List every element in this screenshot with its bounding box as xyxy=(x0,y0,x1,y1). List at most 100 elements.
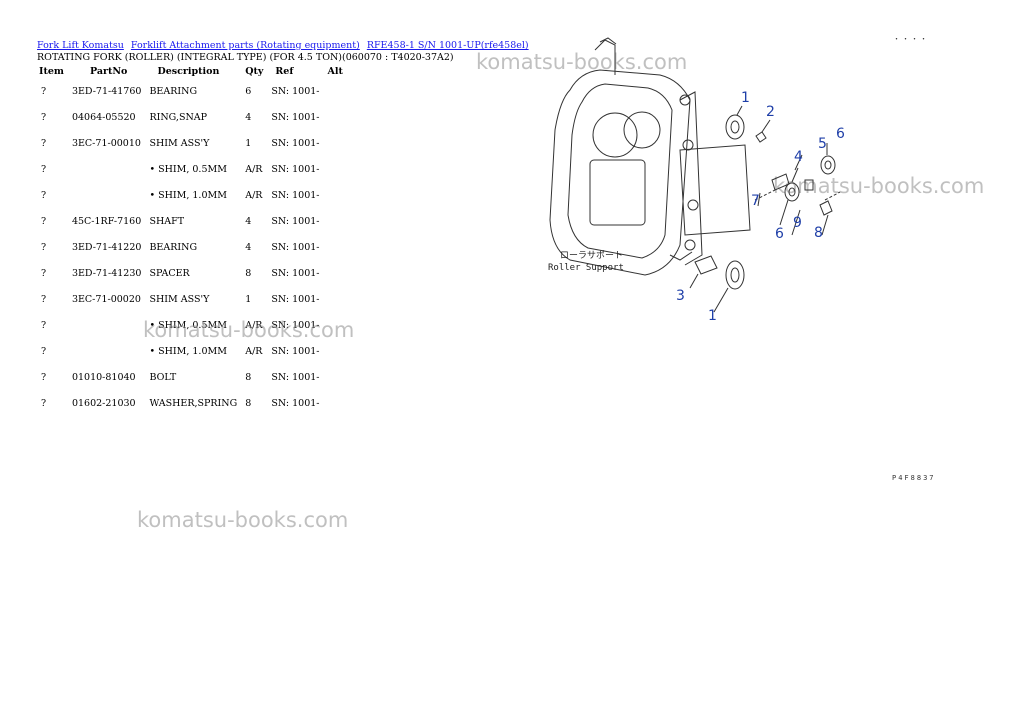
qty-cell: 4 xyxy=(245,242,252,253)
partno-cell xyxy=(68,164,146,190)
ref-cell: SN: 1001- xyxy=(271,398,320,409)
alt-cell xyxy=(324,216,347,242)
ref-cell: SN: 1001- xyxy=(271,112,320,123)
ref-cell: SN: 1001- xyxy=(271,372,320,383)
item-cell: ? xyxy=(41,164,47,175)
partno-cell: 04064-05520 xyxy=(71,112,136,123)
item-cell: ? xyxy=(41,242,47,253)
item-cell: ? xyxy=(41,346,47,357)
column-header-partno: PartNo xyxy=(89,66,128,77)
ref-cell: SN: 1001- xyxy=(271,86,320,97)
description-cell: RING,SNAP xyxy=(149,112,208,123)
qty-cell: 4 xyxy=(245,112,252,123)
partno-cell: 45C-1RF-7160 xyxy=(71,216,142,227)
table-row: ? 04064-05520 RING,SNAP 4 SN: 1001- xyxy=(35,112,347,138)
qty-cell: A/R xyxy=(245,320,263,331)
table-header-row: Item PartNo Description Qty Ref Alt xyxy=(35,63,347,86)
partno-cell: 3ED-71-41220 xyxy=(71,242,142,253)
callout-6: 6 xyxy=(836,126,845,142)
ref-cell: SN: 1001- xyxy=(271,138,320,149)
description-cell: SHAFT xyxy=(149,216,185,227)
alt-cell xyxy=(324,294,347,320)
column-header-ref: Ref xyxy=(275,66,294,77)
breadcrumb-link-brand[interactable]: Fork Lift Komatsu xyxy=(37,40,124,51)
callout-6: 6 xyxy=(775,226,784,242)
alt-cell xyxy=(324,320,347,346)
column-header-item: Item xyxy=(39,66,64,77)
drawing-code: P4F8837 xyxy=(892,474,936,482)
drawing-top-code: ・・・・ xyxy=(893,35,929,43)
description-cell: WASHER,SPRING xyxy=(149,398,238,409)
description-cell: BEARING xyxy=(149,242,198,253)
partno-cell xyxy=(68,346,146,372)
ref-cell: SN: 1001- xyxy=(271,294,320,305)
qty-cell: 8 xyxy=(245,398,252,409)
qty-cell: A/R xyxy=(245,164,263,175)
item-cell: ? xyxy=(41,216,47,227)
item-cell: ? xyxy=(41,268,47,279)
item-cell: ? xyxy=(41,112,47,123)
partno-cell: 3EC-71-00020 xyxy=(71,294,141,305)
table-row: ? • SHIM, 0.5MM A/R SN: 1001- xyxy=(35,164,347,190)
column-header-description: Description xyxy=(157,66,220,77)
alt-cell xyxy=(324,138,347,164)
qty-cell: A/R xyxy=(245,346,263,357)
callout-8: 8 xyxy=(814,225,823,241)
table-row: ? 3ED-71-41760 BEARING 6 SN: 1001- xyxy=(35,86,347,112)
alt-cell xyxy=(324,164,347,190)
callout-7: 7 xyxy=(751,193,760,209)
table-row: ? • SHIM, 1.0MM A/R SN: 1001- xyxy=(35,346,347,372)
callout-1: 1 xyxy=(708,308,717,324)
column-header-alt: Alt xyxy=(327,66,343,77)
breadcrumb-link-model[interactable]: RFE458-1 S/N 1001-UP(rfe458el) xyxy=(366,40,529,51)
description-cell: • SHIM, 1.0MM xyxy=(149,346,227,357)
description-cell: • SHIM, 0.5MM xyxy=(149,320,227,331)
ref-cell: SN: 1001- xyxy=(271,346,320,357)
ref-cell: SN: 1001- xyxy=(271,216,320,227)
description-cell: SPACER xyxy=(149,268,190,279)
qty-cell: A/R xyxy=(245,190,263,201)
alt-cell xyxy=(324,86,347,112)
partno-cell xyxy=(68,320,146,346)
partno-cell: 01010-81040 xyxy=(71,372,136,383)
description-cell: BEARING xyxy=(149,86,198,97)
ref-cell: SN: 1001- xyxy=(271,242,320,253)
table-row: ? 3ED-71-41220 BEARING 4 SN: 1001- xyxy=(35,242,347,268)
callout-3: 3 xyxy=(676,288,685,304)
description-cell: • SHIM, 0.5MM xyxy=(149,164,227,175)
partno-cell xyxy=(68,190,146,216)
item-cell: ? xyxy=(41,398,47,409)
item-cell: ? xyxy=(41,372,47,383)
rotating-housing-outline xyxy=(549,69,691,276)
qty-cell: 8 xyxy=(245,372,252,383)
page-title: ROTATING FORK (ROLLER) (INTEGRAL TYPE) (… xyxy=(37,52,454,63)
ref-cell: SN: 1001- xyxy=(271,320,320,331)
description-cell: SHIM ASS'Y xyxy=(149,138,210,149)
partno-cell: 01602-21030 xyxy=(71,398,136,409)
watermark: komatsu-books.com xyxy=(137,508,349,532)
callout-9: 9 xyxy=(793,215,802,231)
callout-4: 4 xyxy=(794,149,803,165)
alt-cell xyxy=(324,112,347,138)
qty-cell: 6 xyxy=(245,86,252,97)
description-cell: SHIM ASS'Y xyxy=(149,294,210,305)
qty-cell: 1 xyxy=(245,138,252,149)
table-row: ? 01602-21030 WASHER,SPRING 8 SN: 1001- xyxy=(35,398,347,419)
partno-cell: 3ED-71-41760 xyxy=(71,86,142,97)
item-cell: ? xyxy=(41,86,47,97)
description-cell: • SHIM, 1.0MM xyxy=(149,190,227,201)
partno-cell: 3EC-71-00010 xyxy=(71,138,141,149)
callout-2: 2 xyxy=(766,104,775,120)
qty-cell: 4 xyxy=(245,216,252,227)
table-row: ? 3EC-71-00010 SHIM ASS'Y 1 SN: 1001- xyxy=(35,138,347,164)
alt-cell xyxy=(324,398,347,419)
alt-cell xyxy=(324,372,347,398)
description-cell: BOLT xyxy=(149,372,177,383)
callout-5: 5 xyxy=(818,136,827,152)
item-cell: ? xyxy=(41,138,47,149)
ref-cell: SN: 1001- xyxy=(271,164,320,175)
breadcrumb-link-category[interactable]: Forklift Attachment parts (Rotating equi… xyxy=(130,40,360,51)
alt-cell xyxy=(324,346,347,372)
